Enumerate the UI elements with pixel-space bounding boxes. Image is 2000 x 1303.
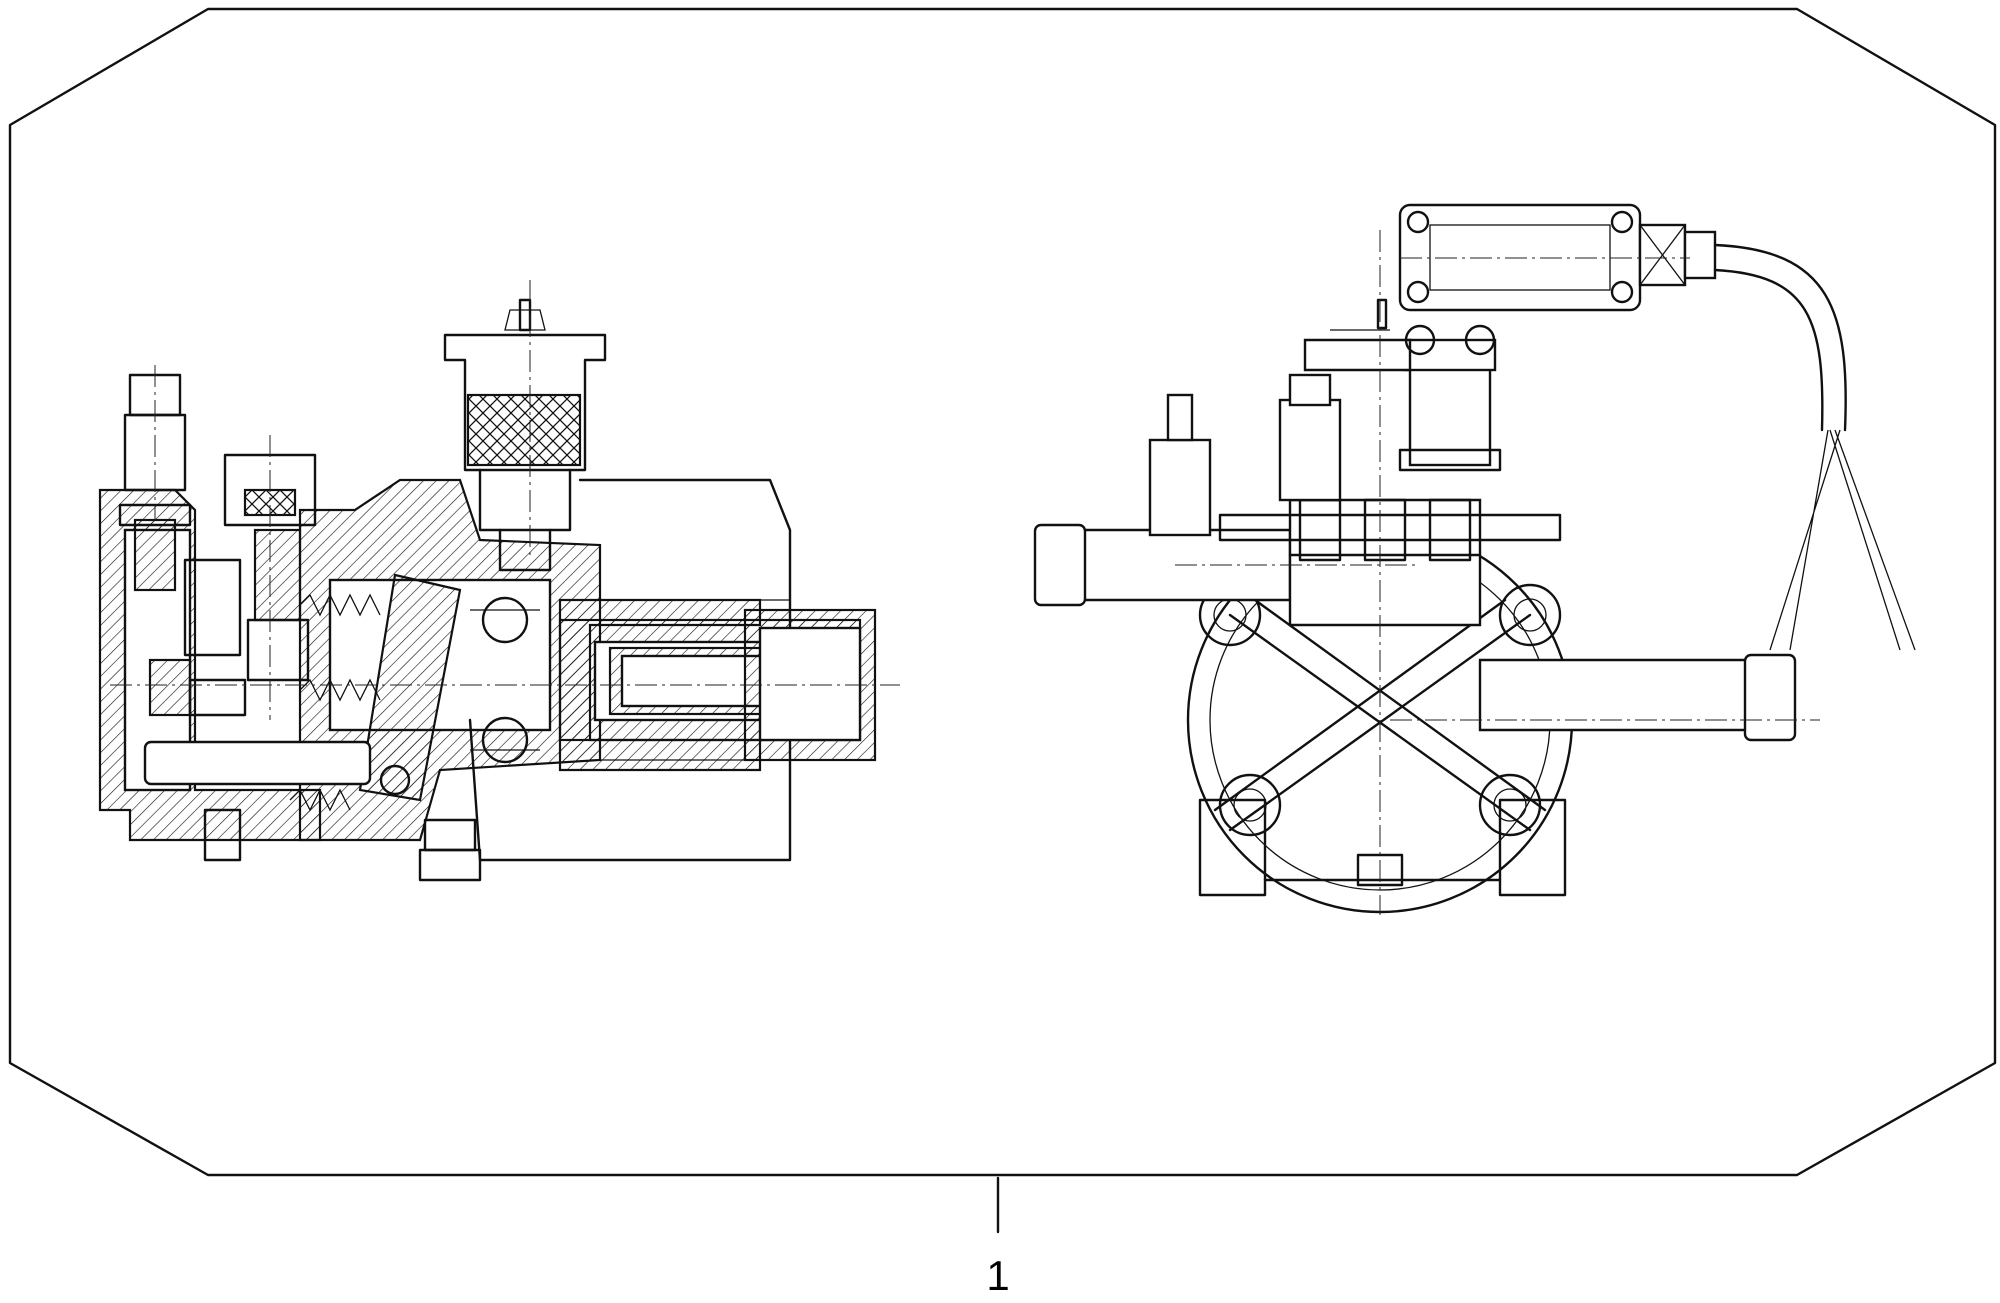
section-view [98, 280, 900, 882]
assembly-frame [8, 7, 1997, 1177]
callout-label: 1 [986, 1252, 1009, 1299]
end-view [1033, 203, 1916, 915]
